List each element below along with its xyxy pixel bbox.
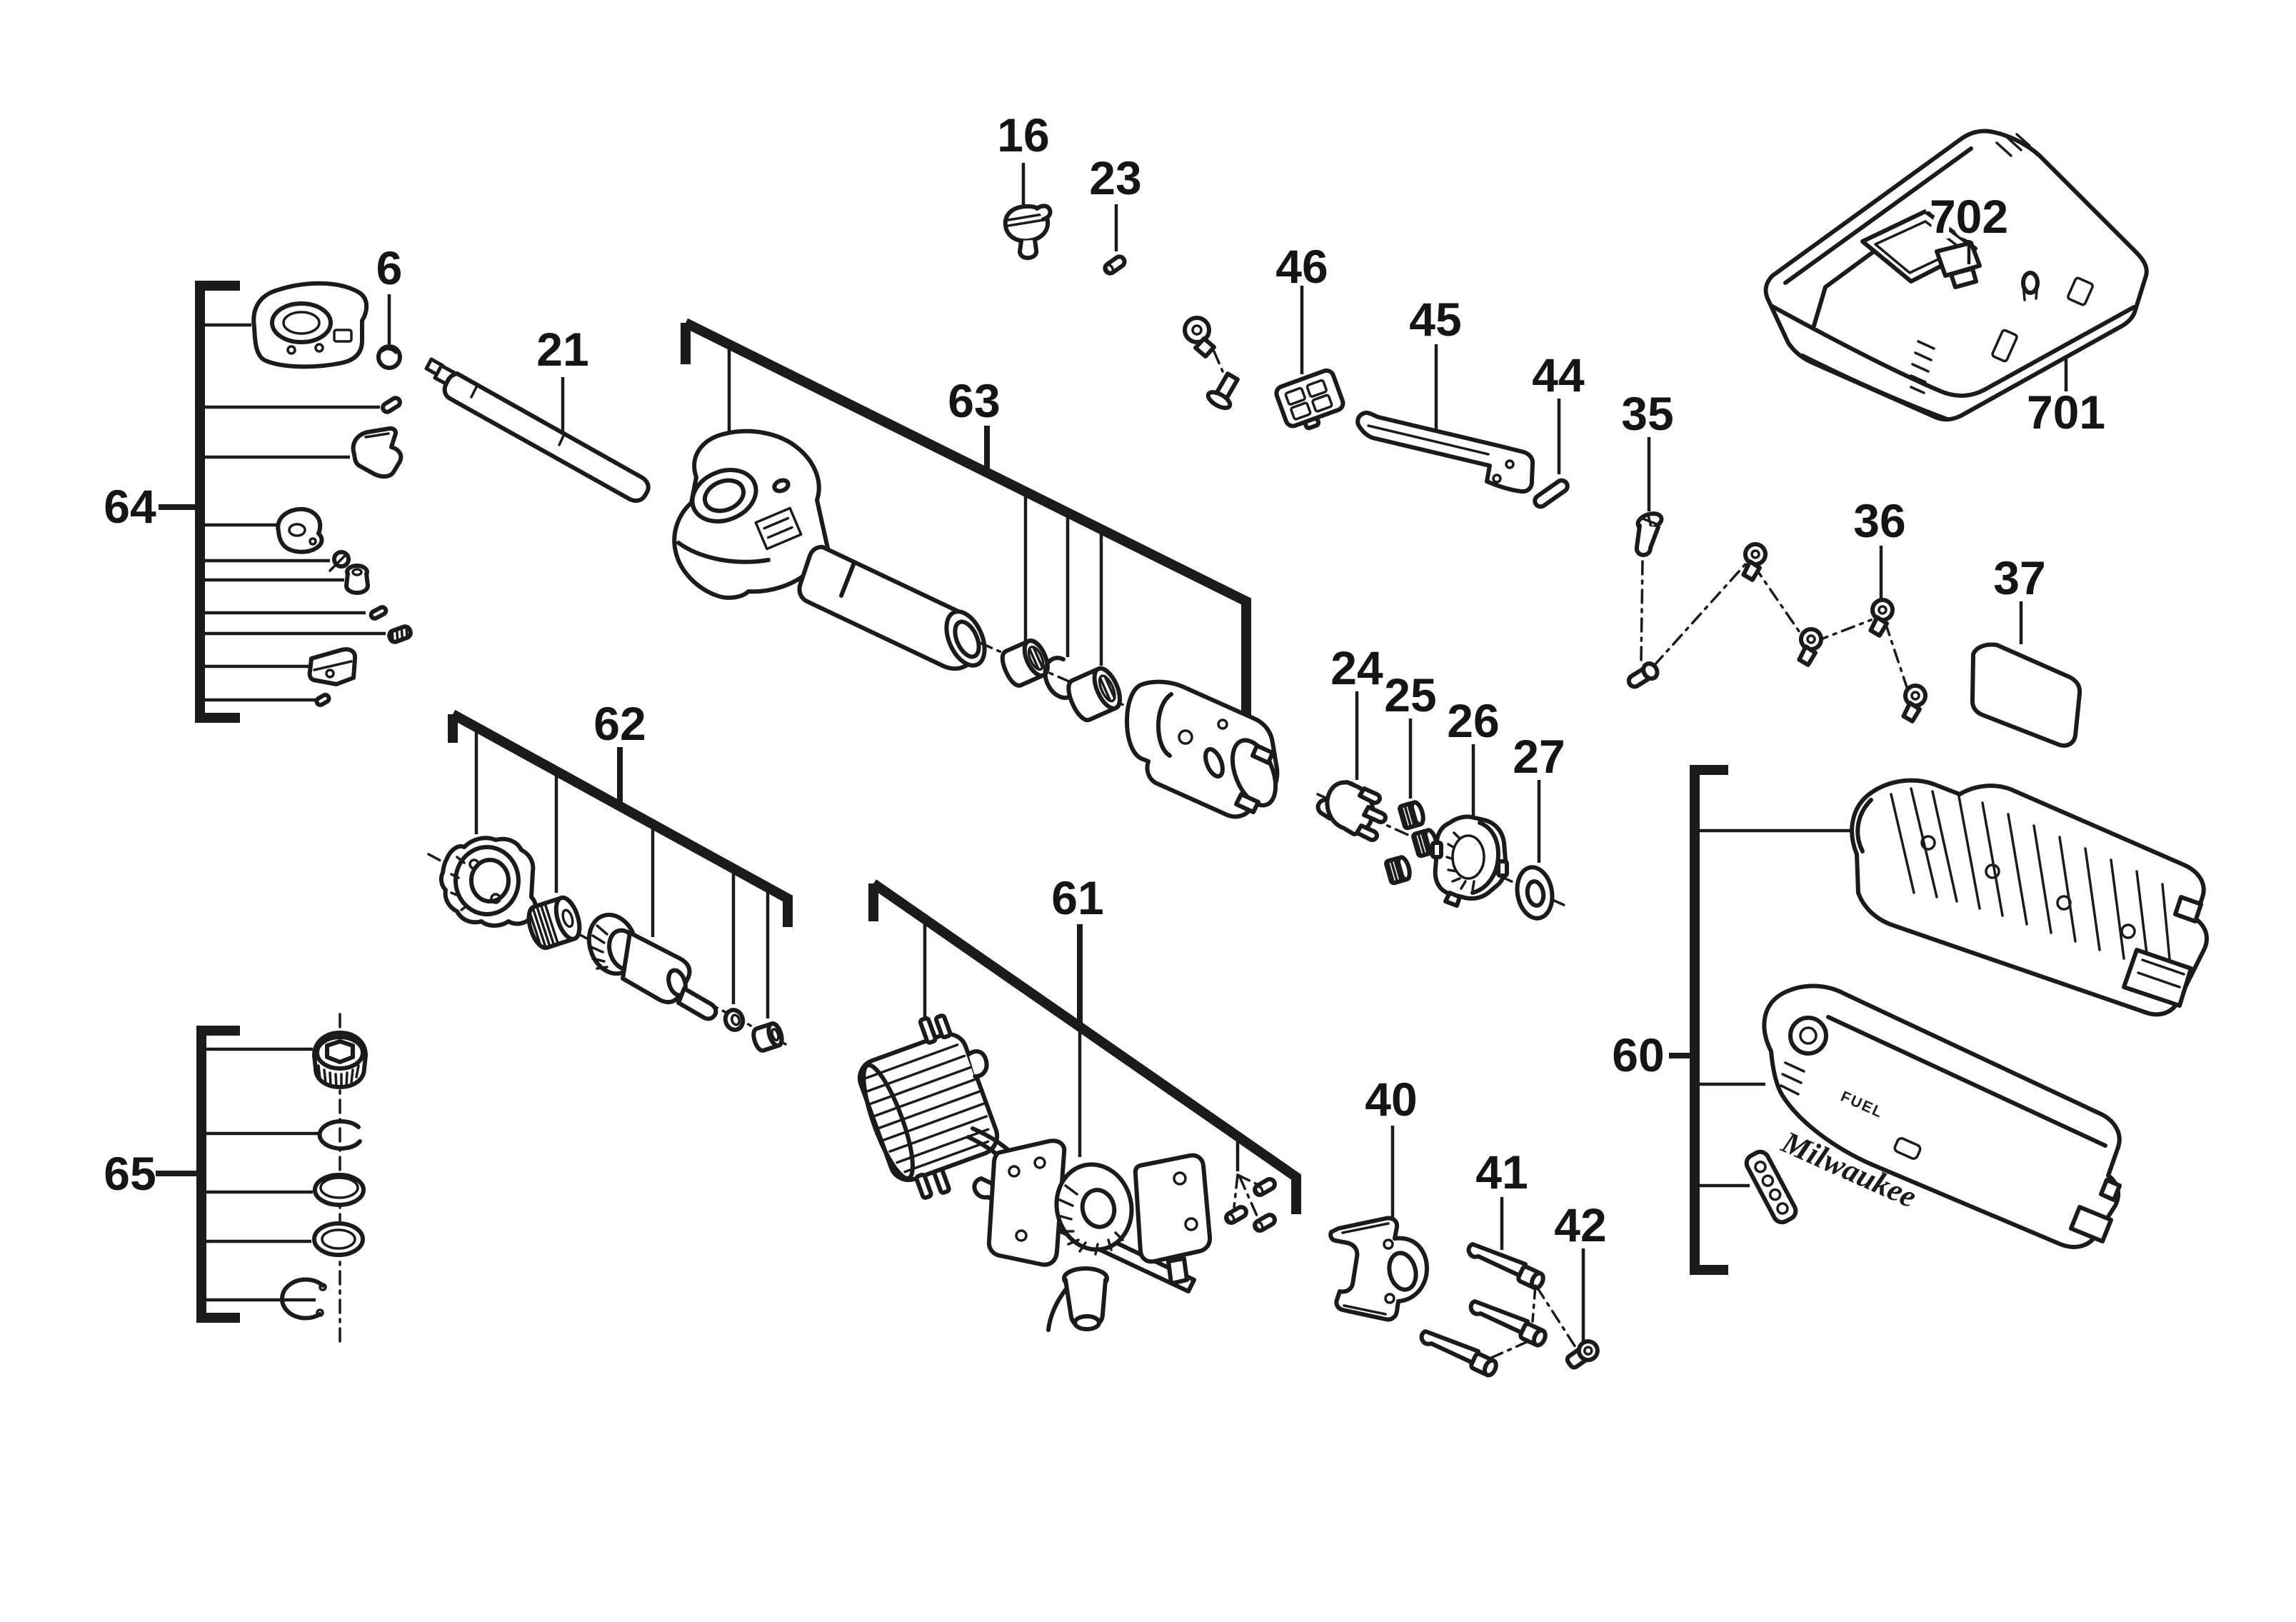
part-27-washer — [1515, 865, 1555, 921]
screw-36-c — [1868, 598, 1895, 638]
part-needle-bearing — [1000, 639, 1050, 688]
part-42-screw — [1565, 1248, 1600, 1370]
callout-46: 46 — [1275, 240, 1328, 293]
callout-25: 25 — [1384, 669, 1436, 721]
group-planetary-parts — [1315, 691, 1567, 921]
part-25-planet-gears — [1384, 800, 1439, 886]
callout-16: 16 — [997, 109, 1049, 161]
part-motor-screws — [1224, 1177, 1277, 1233]
part-pin-b — [369, 605, 388, 621]
group-62-gear-train — [427, 709, 793, 1053]
part-button-strip — [1744, 1149, 1798, 1225]
part-motor — [857, 1013, 1000, 1200]
part-gasket — [276, 506, 324, 554]
screw-36-d — [1901, 684, 1927, 724]
callout-44: 44 — [1532, 349, 1585, 401]
callout-702: 702 — [1930, 190, 2008, 243]
bracket-65 — [196, 1026, 240, 1323]
part-35-screws — [1626, 437, 1664, 689]
part-37-label-sticker — [1970, 601, 2082, 748]
callout-24: 24 — [1330, 641, 1383, 694]
bracket-64 — [195, 281, 240, 723]
part-retaining-ring-a — [317, 1119, 362, 1151]
part-clutch-ring — [438, 836, 538, 928]
part-23-pin — [1103, 204, 1127, 276]
part-gear-case — [1125, 679, 1280, 819]
callout-45: 45 — [1409, 293, 1461, 346]
head-marking-plate — [754, 506, 803, 551]
callout-64: 64 — [104, 480, 156, 533]
callout-62: 62 — [593, 697, 646, 750]
part-head-cover — [251, 281, 369, 369]
screw-41-c — [1419, 1329, 1498, 1378]
part-40-yoke — [1328, 1126, 1429, 1322]
group-60-housing: FUEL Milwaukee — [1669, 765, 2209, 1275]
part-switch-gear-assembly — [986, 1138, 1213, 1332]
callout-41: 41 — [1475, 1146, 1528, 1198]
part-small-ring — [723, 1008, 746, 1032]
part-701-carrying-case — [1763, 129, 2149, 422]
part-housing-outer-half: FUEL Milwaukee — [1762, 983, 2122, 1249]
part-24-carrier — [1315, 780, 1388, 843]
callout-37: 37 — [1993, 551, 2045, 604]
part-spring — [387, 624, 413, 644]
bracket-61 — [868, 879, 1301, 1214]
part-screw-tiny — [329, 550, 351, 572]
part-ratchet-tube — [797, 544, 987, 671]
bracket-60 — [1690, 765, 1728, 1275]
part-16-knob — [1003, 163, 1053, 261]
callout-65: 65 — [104, 1147, 156, 1200]
callout-60: 60 — [1612, 1028, 1664, 1081]
group-65-drive-parts — [156, 1013, 368, 1343]
part-26-ring-gear — [1430, 814, 1509, 908]
callout-61: 61 — [1051, 871, 1103, 924]
part-6-ring — [376, 294, 402, 370]
callout-40: 40 — [1365, 1073, 1417, 1126]
callout-27: 27 — [1513, 730, 1565, 783]
callout-6: 6 — [376, 241, 403, 294]
callout-701: 701 — [2027, 386, 2105, 439]
callout-36: 36 — [1853, 494, 1905, 547]
screw-41-a — [1466, 1242, 1545, 1291]
group-64-head-hardware — [159, 281, 413, 723]
part-washer — [312, 1221, 365, 1257]
part-21-shaft — [424, 357, 651, 504]
callout-26: 26 — [1447, 694, 1499, 747]
bracket-62 — [448, 709, 793, 927]
screw-41-b — [1468, 1299, 1548, 1348]
bracket-63 — [681, 318, 1251, 729]
part-36-screws — [1653, 542, 1927, 724]
group-63-ratchet-assembly — [672, 318, 1280, 819]
part-screw-and-pin-46 — [1183, 316, 1240, 411]
callout-35: 35 — [1621, 387, 1673, 440]
callout-42: 42 — [1554, 1198, 1606, 1251]
part-latch-block — [307, 647, 358, 686]
part-drive-socket — [312, 1031, 368, 1089]
part-lever — [351, 426, 403, 479]
part-45-trigger-bar — [1355, 344, 1535, 494]
callout-21: 21 — [536, 323, 588, 376]
screw-36-b — [1797, 627, 1823, 667]
callout-23: 23 — [1089, 151, 1141, 204]
part-ratchet-head — [672, 429, 832, 600]
part-armature — [586, 912, 718, 1021]
part-41-screws — [1419, 1197, 1577, 1378]
group-61-motor-assembly — [857, 879, 1301, 1332]
part-small-bushing — [751, 1021, 784, 1053]
screw-36-a — [1741, 542, 1768, 582]
part-bushing — [1066, 666, 1123, 723]
part-housing-inner-half — [1850, 778, 2209, 1017]
part-retaining-ring-b — [280, 1277, 327, 1321]
part-pin-c — [314, 693, 331, 707]
part-pin-a — [381, 396, 402, 414]
part-46-switch — [1274, 286, 1345, 431]
callout-63: 63 — [948, 374, 1000, 427]
part-seal-ring — [313, 1173, 366, 1207]
part-spline-coupler — [526, 895, 582, 951]
part-44-pin — [1533, 399, 1570, 509]
part-grommet — [344, 564, 370, 595]
